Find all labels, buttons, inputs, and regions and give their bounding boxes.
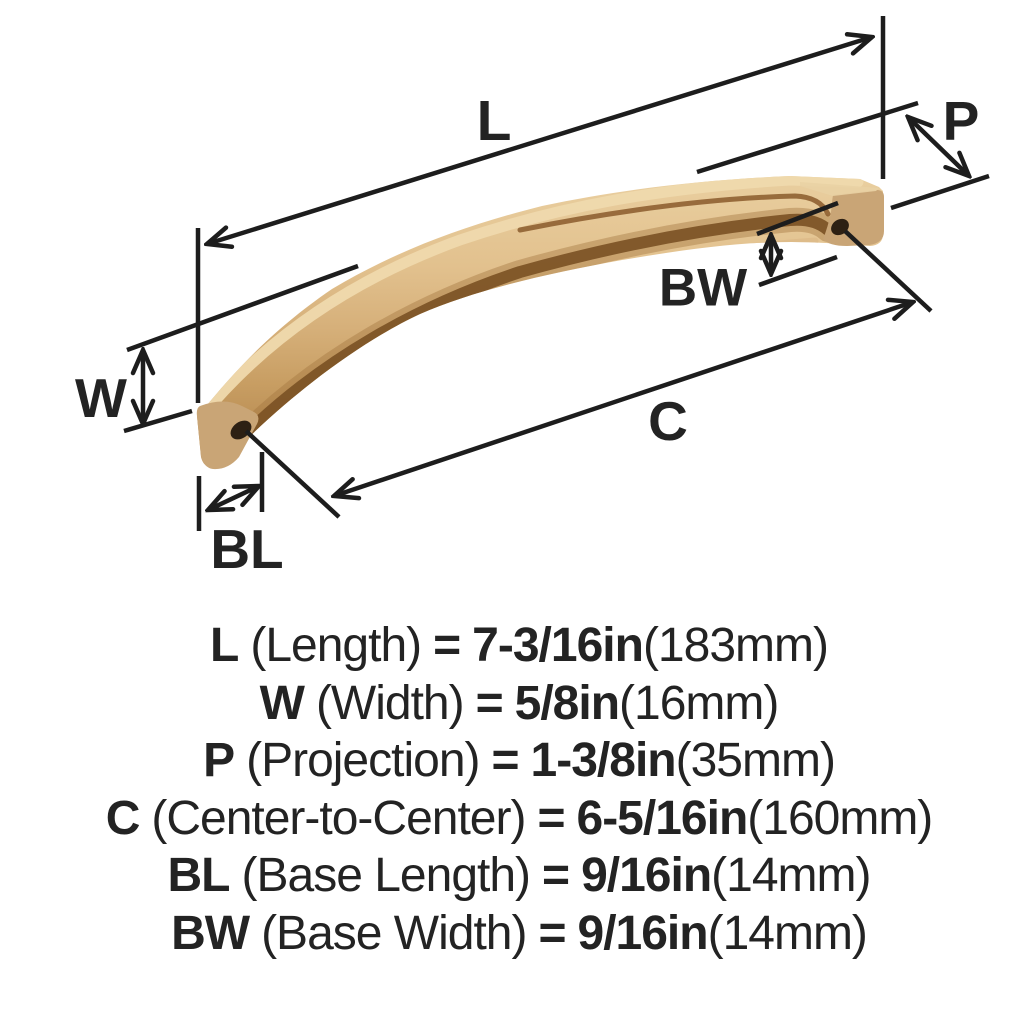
base-plane-extension-right (890, 173, 990, 211)
equals-sign: = (538, 906, 566, 960)
spec-row-length: L(Length)=7-3/16in(183mm) (14, 617, 1024, 675)
spec-value-metric: (35mm) (675, 734, 836, 788)
spec-table: L(Length)=7-3/16in(183mm) W(Width)=5/8in… (0, 617, 1024, 963)
screw-hole-left (230, 420, 252, 440)
spec-value-metric: (14mm) (707, 906, 868, 960)
spec-name: (Length) (250, 619, 422, 672)
spec-value-metric: (14mm) (711, 849, 871, 903)
spec-name: (Base Length) (241, 849, 532, 903)
bl-dimension-line (208, 486, 259, 510)
spec-value-inches: 1-3/8in (530, 734, 677, 788)
equals-sign: = (542, 849, 570, 903)
spec-row-width: W(Width)=5/8in(16mm) (14, 675, 1024, 733)
spec-value-inches: 5/8in (514, 676, 620, 730)
dimension-lines (123, 16, 990, 531)
equals-sign: = (537, 791, 565, 845)
label-width: W (75, 367, 127, 429)
label-center-to-center: C (648, 390, 688, 452)
spec-value-metric: (183mm) (642, 619, 829, 672)
l-dimension-line (207, 37, 872, 244)
label-projection: P (943, 90, 980, 152)
spec-value-inches: 7-3/16in (472, 619, 644, 672)
c-extension-from-right-screw-hole (843, 229, 933, 313)
equals-sign: = (491, 734, 520, 788)
spec-code: BL (167, 849, 231, 903)
c-extension-from-left-screw-hole (244, 429, 341, 519)
c-dimension-line (334, 302, 913, 496)
spec-row-base-width: BW(Base Width)=9/16in(14mm) (14, 905, 1024, 963)
spec-name: (Center-to-Center) (151, 791, 526, 845)
p-dimension-line (908, 117, 969, 176)
spec-value-inches: 9/16in (581, 849, 712, 903)
equals-sign: = (475, 676, 504, 730)
left-mount-cap (196, 401, 259, 470)
spec-value-metric: (16mm) (619, 676, 779, 730)
bw-extension-tick-top (756, 200, 839, 237)
spec-code: L (210, 619, 239, 672)
spec-name: (Projection) (246, 734, 480, 788)
product-dimension-diagram: L W P C BL BW (75, 16, 990, 580)
front-edge-extension-left (126, 263, 359, 353)
label-base-width: BW (659, 259, 747, 318)
spec-code: C (105, 791, 141, 845)
label-base-length: BL (210, 518, 283, 580)
front-edge-extension-right (696, 100, 919, 175)
label-length: L (477, 89, 512, 153)
dimension-labels: L W P C BL BW (75, 89, 979, 580)
spec-row-base-length: BL(Base Length)=9/16in(14mm) (14, 847, 1024, 905)
spec-code: BW (171, 906, 250, 960)
spec-value-metric: (160mm) (747, 791, 933, 845)
spec-name: (Base Width) (261, 906, 527, 960)
equals-sign: = (433, 619, 461, 672)
bw-extension-tick-bottom (758, 254, 838, 288)
spec-value-inches: 9/16in (577, 906, 709, 960)
spec-code: P (203, 734, 235, 788)
spec-row-projection: P(Projection)=1-3/8in(35mm) (14, 732, 1024, 790)
spec-value-inches: 6-5/16in (576, 791, 749, 845)
spec-row-center-to-center: C(Center-to-Center)=6-5/16in(160mm) (14, 790, 1024, 848)
spec-name: (Width) (315, 676, 465, 730)
w-extension-tick-bottom (123, 408, 193, 434)
spec-code: W (259, 676, 305, 730)
